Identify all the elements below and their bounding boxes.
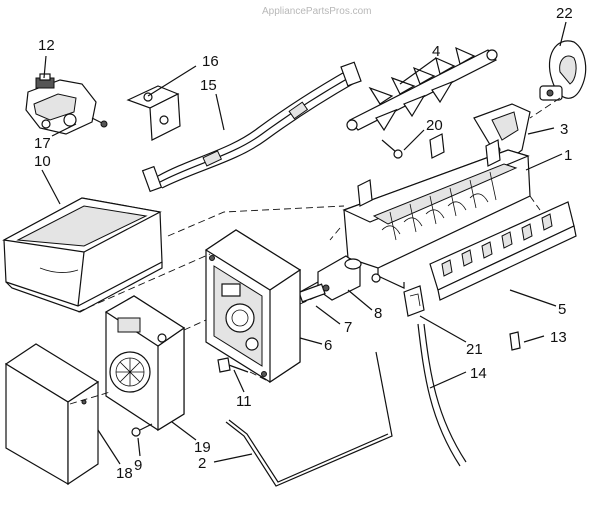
callout-22: 22 [556,5,573,22]
leader-4 [399,57,437,85]
callout-2: 2 [198,455,206,472]
leader-5 [509,289,557,307]
callout-11: 11 [236,393,252,410]
part-19-motor [104,295,186,432]
part-16-bracket [126,85,181,141]
leader-3 [527,127,555,135]
callout-labels: 1 2 3 4 5 6 7 8 9 10 11 12 13 14 15 16 1… [34,5,573,482]
part-18-front-cover [4,343,100,486]
part-14-fill-tube [417,323,467,467]
part-1-mold [342,133,531,289]
part-10-ice-bin [2,197,163,313]
leader-14 [429,371,467,389]
callout-13: 13 [550,329,567,346]
leader-11 [233,369,245,393]
assembly-guide-lines [69,97,561,405]
leader-1 [525,153,563,171]
callout-18: 18 [116,465,133,482]
part-2-shutoff-arm [225,351,393,487]
callout-19: 19 [194,439,211,456]
callout-4: 4 [432,43,440,60]
part-4-ejector [346,46,498,132]
leader-2 [213,453,253,463]
leader-10 [41,169,61,205]
part-21-clip [403,285,425,317]
part-6-housing [204,229,302,384]
leader-21 [419,315,467,343]
callout-9: 9 [134,457,142,474]
callout-21: 21 [466,341,483,358]
callout-8: 8 [374,305,382,322]
callout-7: 7 [344,319,352,336]
leader-8 [347,289,373,311]
part-11-screw [217,357,249,373]
callout-5: 5 [558,301,566,318]
leader-17 [51,123,77,137]
part-20-screw [381,139,403,159]
leader-20 [403,129,425,151]
leader-18 [97,429,121,465]
part-13-plug [509,331,521,351]
leader-12 [43,55,47,79]
callout-12: 12 [38,37,55,54]
callout-14: 14 [470,365,487,382]
callout-3: 3 [560,121,568,138]
part-15-wire-harness [141,61,362,193]
callout-6: 6 [324,337,332,354]
part-12-switch-assembly [25,73,108,135]
callout-1: 1 [564,147,572,164]
leader-9 [137,437,141,457]
part-5-cover [429,201,577,301]
watermark-text: AppliancePartsPros.com [262,6,372,17]
leader-7 [315,305,341,325]
callout-16: 16 [202,53,219,70]
leader-15 [215,93,225,131]
callout-17: 17 [34,135,51,152]
leader-13 [523,335,545,343]
leader-22 [559,21,567,47]
leader-6 [299,337,323,345]
leader-19 [171,421,197,441]
leader-16 [147,65,197,97]
part-7-fitting [298,283,330,303]
callout-20: 20 [426,117,443,134]
callout-10: 10 [34,153,51,170]
part-22-cam [539,40,587,101]
part-3-stripper [473,103,531,163]
callout-15: 15 [200,77,217,94]
part-9-screw [131,423,153,437]
